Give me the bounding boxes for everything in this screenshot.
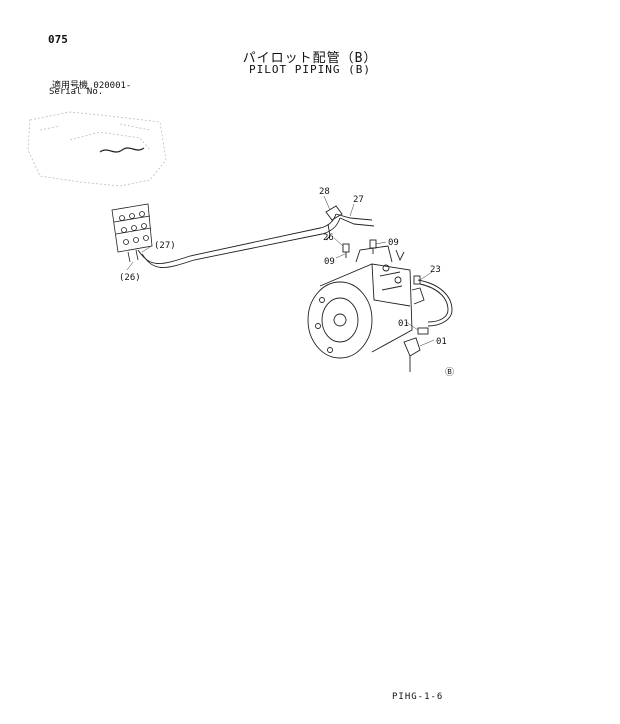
background-machine-outline [27,111,167,187]
hose-squiggle [99,147,145,153]
serial-number-label: Serial No. [49,87,104,97]
callout-28: 28 [319,187,330,197]
callout-27: 27 [353,195,364,205]
view-symbol: Ⓑ [445,367,454,378]
serial-applicability-label: 適用号機 020001- [52,81,132,91]
leader-lines [126,195,435,347]
hydraulic-pump-assembly [307,245,425,359]
control-valve-block [111,203,153,263]
callout-23: 23 [430,265,441,275]
callout-27-reference: (27) [154,241,176,251]
adapter-fittings [342,239,377,258]
callout-09-left: 09 [324,257,335,267]
pressure-sensor-fittings [403,327,429,372]
page-title-japanese: パイロット配管（B） [242,51,378,66]
page-title-english: PILOT PIPING (B) [249,63,371,76]
callout-26: 26 [323,233,334,243]
pilot-hose-23 [413,275,453,327]
elbow-fitting [325,205,343,241]
callout-26-reference: (26) [119,273,141,283]
callout-01-upper: 01 [398,319,409,329]
callout-01-lower: 01 [436,337,447,347]
page-number: 075 [48,33,68,46]
footer-document-code: PIHG-1-6 [392,692,444,702]
callout-09-right: 09 [388,238,399,248]
